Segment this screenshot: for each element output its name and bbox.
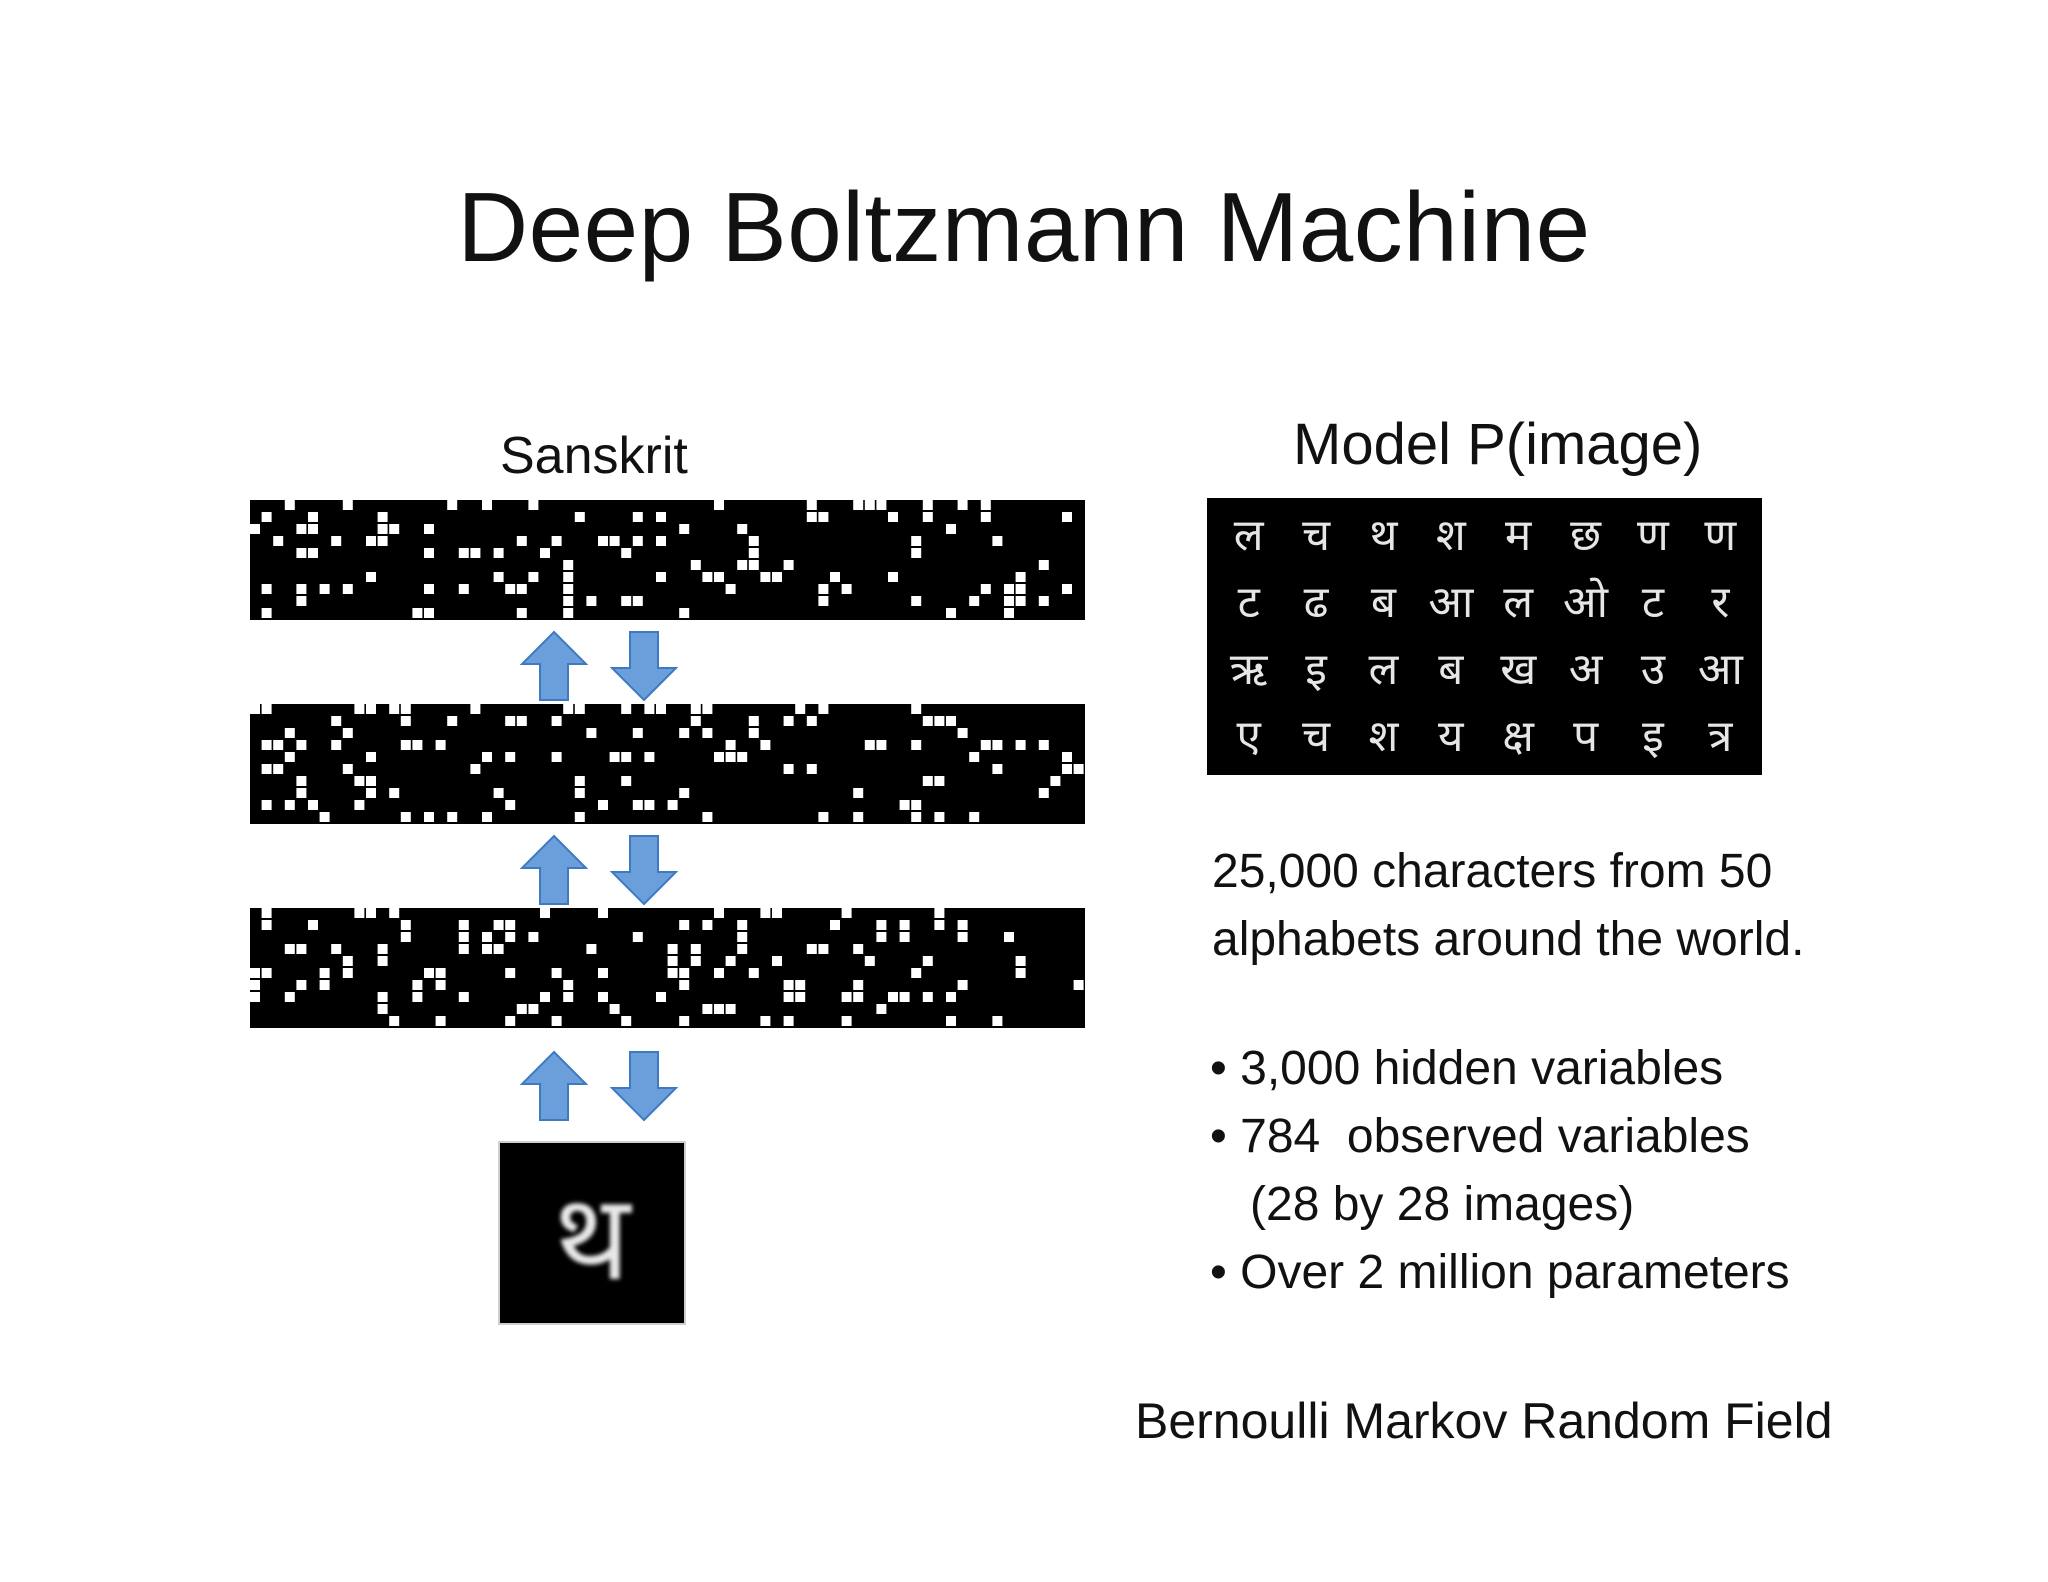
sample-character: क्ष: [1502, 711, 1534, 763]
sample-character: च: [1302, 711, 1331, 763]
sample-character: प: [1573, 711, 1599, 763]
up-arrow-icon: [520, 630, 588, 701]
list-item: • Over 2 million parameters: [1210, 1246, 1790, 1299]
sample-character: आ: [1428, 576, 1474, 628]
sample-character: अ: [1568, 644, 1603, 696]
sample-character: इ: [1642, 711, 1664, 763]
sample-character: ण: [1637, 509, 1669, 561]
list-item: • 3,000 hidden variables: [1210, 1042, 1724, 1095]
sample-character: य: [1438, 711, 1464, 763]
sample-character: र: [1711, 576, 1730, 628]
sample-character: आ: [1697, 644, 1743, 696]
sanskrit-label: Sanskrit: [500, 427, 688, 485]
list-item: • 784 observed variables: [1210, 1110, 1750, 1163]
sample-character: उ: [1640, 644, 1665, 696]
sample-character: च: [1302, 509, 1331, 561]
sample-character: ब: [1370, 576, 1396, 628]
sample-character: थ: [1369, 509, 1398, 561]
input-character-image: थ: [498, 1141, 686, 1325]
sample-character: श: [1435, 509, 1466, 561]
model-label: Model P(image): [1293, 412, 1703, 477]
sample-character: श: [1368, 711, 1399, 763]
sample-character: ख: [1500, 644, 1537, 696]
sample-character: ढ: [1303, 576, 1329, 628]
sample-character: ल: [1503, 576, 1534, 628]
input-character: थ: [553, 1168, 631, 1308]
dataset-description: 25,000 characters from 50 alphabets arou…: [1212, 838, 1804, 974]
description-line: 25,000 characters from 50: [1212, 845, 1773, 898]
description-line: alphabets around the world.: [1212, 913, 1805, 966]
sample-character: ब: [1438, 644, 1464, 696]
sample-character: ल: [1233, 509, 1264, 561]
model-stats-list: • 3,000 hidden variables • 784 observed …: [1210, 1035, 1790, 1307]
sample-character: ट: [1641, 576, 1665, 628]
sample-character: ल: [1368, 644, 1399, 696]
sample-character: ण: [1704, 509, 1737, 561]
sample-character: म: [1505, 509, 1532, 561]
sample-character: ओ: [1563, 576, 1609, 628]
hidden-layer-3: [250, 500, 1085, 620]
sample-character: इ: [1305, 644, 1327, 696]
list-item: (28 by 28 images): [1210, 1178, 1635, 1231]
slide-title: Deep Boltzmann Machine: [457, 172, 1591, 282]
sample-character: ए: [1236, 711, 1261, 763]
up-arrow-icon: [520, 834, 588, 905]
hidden-layer-1: [250, 908, 1085, 1028]
sample-character: ट: [1237, 576, 1260, 628]
sample-character: ऋ: [1229, 644, 1268, 696]
sample-character: छ: [1570, 509, 1601, 561]
hidden-layer-2: [250, 704, 1085, 824]
up-arrow-icon: [520, 1050, 588, 1121]
footer-note: Bernoulli Markov Random Field: [1135, 1393, 1833, 1449]
down-arrow-icon: [610, 1051, 678, 1122]
down-arrow-icon: [610, 631, 678, 702]
down-arrow-icon: [610, 835, 678, 906]
sample-character: त्र: [1708, 711, 1733, 763]
